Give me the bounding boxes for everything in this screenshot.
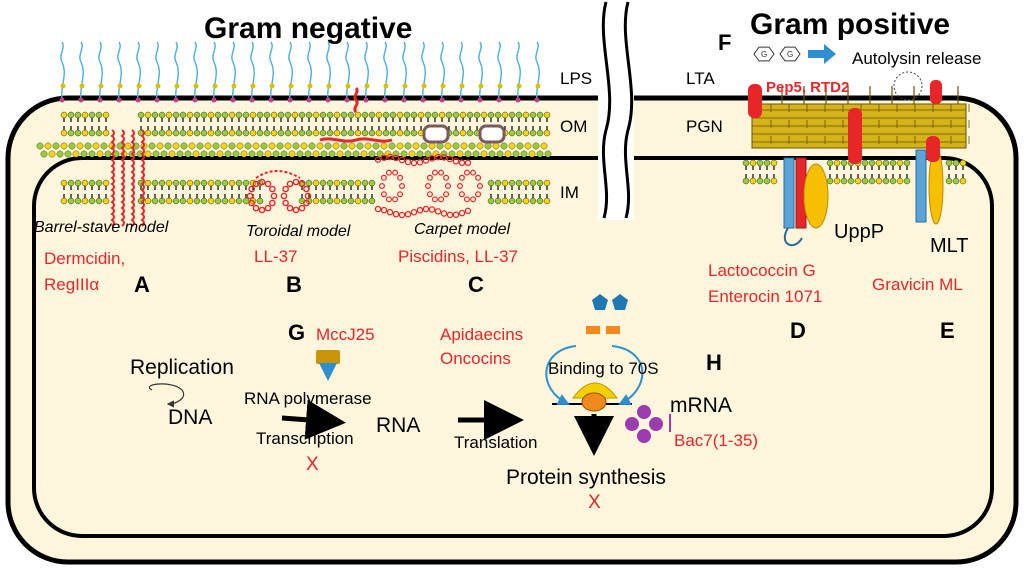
- mccj25-label: MccJ25: [316, 325, 375, 344]
- panel-letter-f: F: [718, 30, 731, 55]
- toroidal-label: Toroidal model: [246, 223, 351, 240]
- cell-outer-envelope: [5, 95, 1019, 565]
- oncocins-label: Oncocins: [440, 349, 511, 368]
- carpet-label: Carpet model: [414, 221, 510, 238]
- binding-curved-arrows: [545, 345, 644, 405]
- pgn-label: PGN: [686, 117, 723, 136]
- carpet-disruption: [374, 153, 484, 219]
- lps-chains: [59, 41, 541, 103]
- rna-label: RNA: [376, 414, 420, 437]
- gram-negative-title: Gram negative: [204, 12, 412, 45]
- ll37-label: LL-37: [254, 247, 297, 266]
- lactococcin-complex: [783, 157, 829, 247]
- outer-membrane-bilayer: [60, 111, 551, 137]
- toroidal-pore: [246, 170, 312, 214]
- uppp-label: UppP: [834, 221, 884, 243]
- barrel-stave-pore: [110, 129, 145, 227]
- protein-synthesis-label: Protein synthesis: [506, 466, 666, 489]
- panel-break-mark: [598, 0, 634, 220]
- lps-inserted-peptide: [319, 86, 393, 143]
- gravicin-label: Gravicin ML: [872, 275, 963, 294]
- binding-70s-label: Binding to 70S: [548, 359, 659, 378]
- panel-letter-a: A: [134, 272, 150, 297]
- cell-inner-membrane-outline: [32, 156, 994, 538]
- replication-label: Replication: [130, 356, 234, 379]
- mrna-label: mRNA: [670, 394, 732, 417]
- cyclic-peptide-icon: [893, 71, 923, 101]
- mlt-label: MLT: [930, 235, 969, 257]
- lactococcin-label: Lactococcin G: [708, 261, 816, 280]
- transcription-arrow: [281, 399, 346, 440]
- panel-letter-c: C: [468, 272, 484, 297]
- mccj25-icon: [316, 350, 340, 381]
- gram-positive-title: Gram positive: [750, 8, 950, 41]
- autolysin-label: Autolysin release: [852, 49, 981, 68]
- im-label: IM: [560, 183, 579, 202]
- panel-letter-d: D: [790, 318, 806, 343]
- lps-label: LPS: [560, 69, 592, 88]
- enterocin-label: Enterocin 1071: [708, 287, 822, 306]
- rna-polymerase-label: RNA polymerase: [244, 389, 372, 408]
- pep5-label: Pep5, RTD2: [766, 79, 849, 96]
- transcription-label: Transcription: [256, 429, 354, 448]
- lta-label: LTA: [686, 69, 715, 88]
- apidaecin-icons: [586, 294, 628, 334]
- pep5-peptides: [748, 80, 942, 164]
- protein-synthesis-blocked-mark: X: [588, 492, 601, 513]
- panel-letter-b: B: [286, 272, 302, 297]
- dermcidin-label: Dermcidin,: [44, 249, 125, 268]
- panel-letter-g: G: [288, 320, 305, 345]
- replication-cycle-arrow: [148, 383, 185, 408]
- arrow-right-icon: [808, 44, 836, 64]
- transcription-blocked-mark: X: [306, 454, 319, 475]
- gravicin-complex: [915, 136, 944, 225]
- bac7-icon: [625, 405, 671, 443]
- barrel-stave-label: Barrel-stave model: [34, 219, 169, 236]
- gram-negative-peptidoglycan-layer: [36, 142, 552, 158]
- inner-membrane-bilayer: [60, 179, 551, 205]
- dna-label: DNA: [168, 406, 212, 429]
- panel-letter-e: E: [940, 318, 955, 343]
- outer-membrane-porin: [422, 124, 506, 144]
- piscidins-label: Piscidins, LL-37: [398, 247, 518, 266]
- svg-text:G: G: [787, 50, 793, 59]
- bac7-label: Bac7(1-35): [674, 431, 758, 450]
- svg-text:G: G: [761, 50, 767, 59]
- translation-label: Translation: [454, 433, 537, 452]
- apidaecins-label: Apidaecins: [440, 325, 523, 344]
- gram-positive-membrane: [742, 159, 967, 185]
- panel-letter-h: H: [706, 350, 722, 375]
- om-label: OM: [560, 117, 587, 136]
- regIII-label: RegIIIα: [44, 275, 99, 294]
